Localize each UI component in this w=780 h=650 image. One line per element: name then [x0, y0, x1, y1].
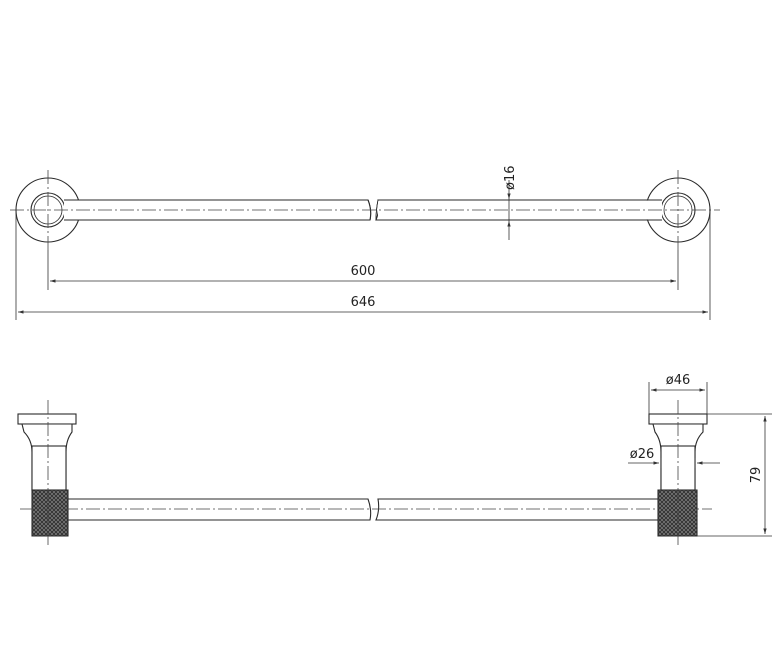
dim-base-diameter-label: ø46	[666, 373, 691, 388]
side-view: ø46 ø26 79	[17, 373, 772, 545]
dim-base-diameter: ø46	[648, 373, 708, 414]
side-tube	[20, 498, 712, 521]
dim-length-inner-label: 600	[351, 264, 376, 279]
side-left-bracket	[17, 400, 77, 545]
dim-tube-diameter: ø16	[503, 166, 518, 240]
dim-projection: 79	[697, 413, 772, 537]
side-right-bracket	[648, 400, 708, 545]
dim-length-overall-label: 646	[351, 295, 376, 310]
dim-projection-label: 79	[749, 467, 764, 484]
dim-length-overall: 646	[15, 210, 711, 320]
dim-tube-diameter-label: ø16	[503, 166, 518, 191]
top-view: ø16 600 646	[10, 166, 720, 320]
dim-neck-diameter-label: ø26	[630, 447, 655, 462]
dim-length-inner: 600	[47, 250, 679, 290]
dim-neck-diameter: ø26	[628, 447, 720, 468]
